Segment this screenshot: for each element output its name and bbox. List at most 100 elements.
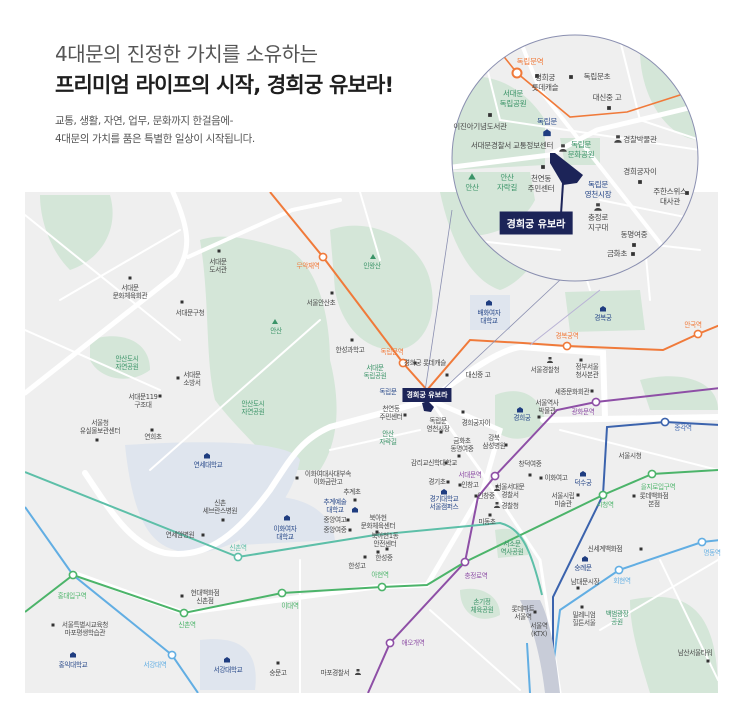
poi-dot-icon: [363, 555, 367, 559]
poi-label: 대신중 고: [592, 93, 622, 102]
univ-label: 연세대학교: [193, 461, 223, 469]
station-icon: [598, 490, 608, 500]
poi-label: 독립문 영천시장: [426, 417, 450, 433]
park-label: 안산 자락길: [496, 173, 518, 192]
poi-dot-icon: [488, 513, 492, 517]
description-line1: 교통, 생활, 자연, 업무, 문화까지 한걸음에-: [55, 115, 233, 127]
police-icon: [494, 485, 500, 491]
station-label: 독립문역: [516, 57, 544, 66]
poi-dot-icon: [639, 547, 643, 551]
subway-lines: [25, 192, 718, 693]
station-label: 서강대역: [143, 661, 167, 669]
poi-label: 금화초: [606, 249, 628, 258]
poi-label: 천연동 주민센터: [527, 174, 555, 193]
poi-dot-icon: [632, 494, 636, 498]
poi-dot-icon: [128, 276, 132, 280]
landmark-label: 경복궁: [594, 314, 612, 322]
poi-label: 정부서울 청사본관: [575, 363, 599, 379]
station-icon: [562, 341, 572, 351]
station-icon: [233, 552, 243, 562]
poi-label: 강북 삼성병원: [482, 434, 506, 450]
poi-dot-icon: [576, 493, 580, 497]
station-icon: [660, 417, 670, 427]
station-label: 회현역: [613, 577, 631, 585]
landmark-label: 경희궁: [513, 414, 531, 422]
site-parcel: [550, 153, 583, 185]
station-icon: [614, 565, 624, 575]
police-icon: [559, 144, 567, 152]
university-icon: [486, 300, 492, 306]
poi-label: 현대백화점 신촌점: [190, 589, 220, 605]
poi-label: 서울특별시교육청 마포평생학습관: [61, 621, 109, 637]
poi-label: 서울역 (KTX): [530, 622, 548, 638]
poi-label: 서대문 도서관: [209, 258, 227, 274]
landmark-label: 독립문 영천시장: [584, 180, 612, 199]
university-icon: [441, 489, 447, 495]
poi-label: 연세암병원: [165, 531, 195, 539]
poi-label: 남대문시장: [570, 578, 600, 586]
mountain-icon: [370, 254, 376, 259]
station-icon: [591, 397, 601, 407]
univ-label: 이화여자 대학교: [273, 525, 297, 541]
station-label: 무악재역: [296, 262, 320, 270]
mountain-icon: [468, 173, 476, 180]
poi-label: 서대문 소방서: [183, 371, 201, 387]
landmark-label: 덕수궁: [574, 479, 592, 487]
police-label: 서울경찰청: [530, 366, 560, 374]
poi-label: 중앙여중: [323, 526, 347, 534]
poi-dot-icon: [376, 550, 380, 554]
station-label: 충정로역: [464, 572, 488, 580]
poi-label: 신세계백화점: [587, 545, 623, 553]
poi-label: 대신중 고: [465, 371, 491, 379]
poi-dot-icon: [51, 623, 55, 627]
university-icon: [70, 652, 76, 658]
poi-dot-icon: [330, 291, 334, 295]
park-label: 독립문 문화공원: [567, 140, 595, 159]
poi-label: 창덕여중: [518, 460, 542, 468]
poi-dot-icon: [201, 533, 205, 537]
landmark-label: 독립문: [536, 117, 558, 126]
park-label: 안산도시 자연공원: [241, 400, 265, 416]
description-line2: 4대문의 가치를 품은 특별한 일상이 시작됩니다.: [55, 133, 255, 145]
park-label: 안산도시 자연공원: [115, 355, 139, 371]
poi-dot-icon: [488, 113, 492, 117]
poi-dot-icon: [533, 610, 537, 614]
landmark-icon: [517, 407, 523, 413]
landmark-icon: [580, 471, 586, 477]
inset-site-label: 경희궁 유보라: [499, 211, 573, 235]
station-label: 독립문역: [380, 348, 404, 356]
poi-dot-icon: [541, 165, 545, 169]
police-label: 충정로 지구대: [587, 213, 609, 232]
police-icon: [594, 203, 602, 211]
poi-dot-icon: [276, 661, 280, 665]
station-icon: [697, 537, 707, 547]
poi-dot-icon: [158, 394, 162, 398]
station-label: 시청역: [596, 501, 614, 509]
poi-dot-icon: [685, 191, 689, 195]
station-icon: [511, 67, 523, 79]
poi-dot-icon: [535, 74, 539, 78]
campus-areas: [125, 295, 510, 690]
univ-label: 홍익대학교: [58, 661, 88, 669]
poi-label: 경기초: [428, 478, 446, 486]
poi-dot-icon: [580, 605, 584, 609]
poi-dot-icon: [403, 413, 407, 417]
police-icon: [355, 669, 361, 675]
station-label: 신촌역: [229, 544, 247, 552]
poi-label: 한성중: [375, 554, 393, 562]
poi-dot-icon: [579, 358, 583, 362]
police-label: 서대문경찰서 교통정보센터: [470, 141, 554, 150]
university-icon: [284, 515, 290, 521]
poi-dot-icon: [504, 443, 508, 447]
poi-label: 서울안산초: [306, 299, 336, 307]
poi-label: 연희초: [144, 433, 162, 441]
poi-label: 인창고: [461, 481, 479, 489]
poi-dot-icon: [474, 494, 478, 498]
poi-label: 숭문고: [269, 669, 287, 677]
station-label: 홍대입구역: [57, 592, 87, 600]
poi-label: 독립문초: [583, 72, 611, 81]
poi-label: 동명여중: [620, 230, 648, 239]
police-label: 서울서대문 경찰서: [495, 483, 525, 499]
station-label: 서대문역: [458, 471, 482, 479]
